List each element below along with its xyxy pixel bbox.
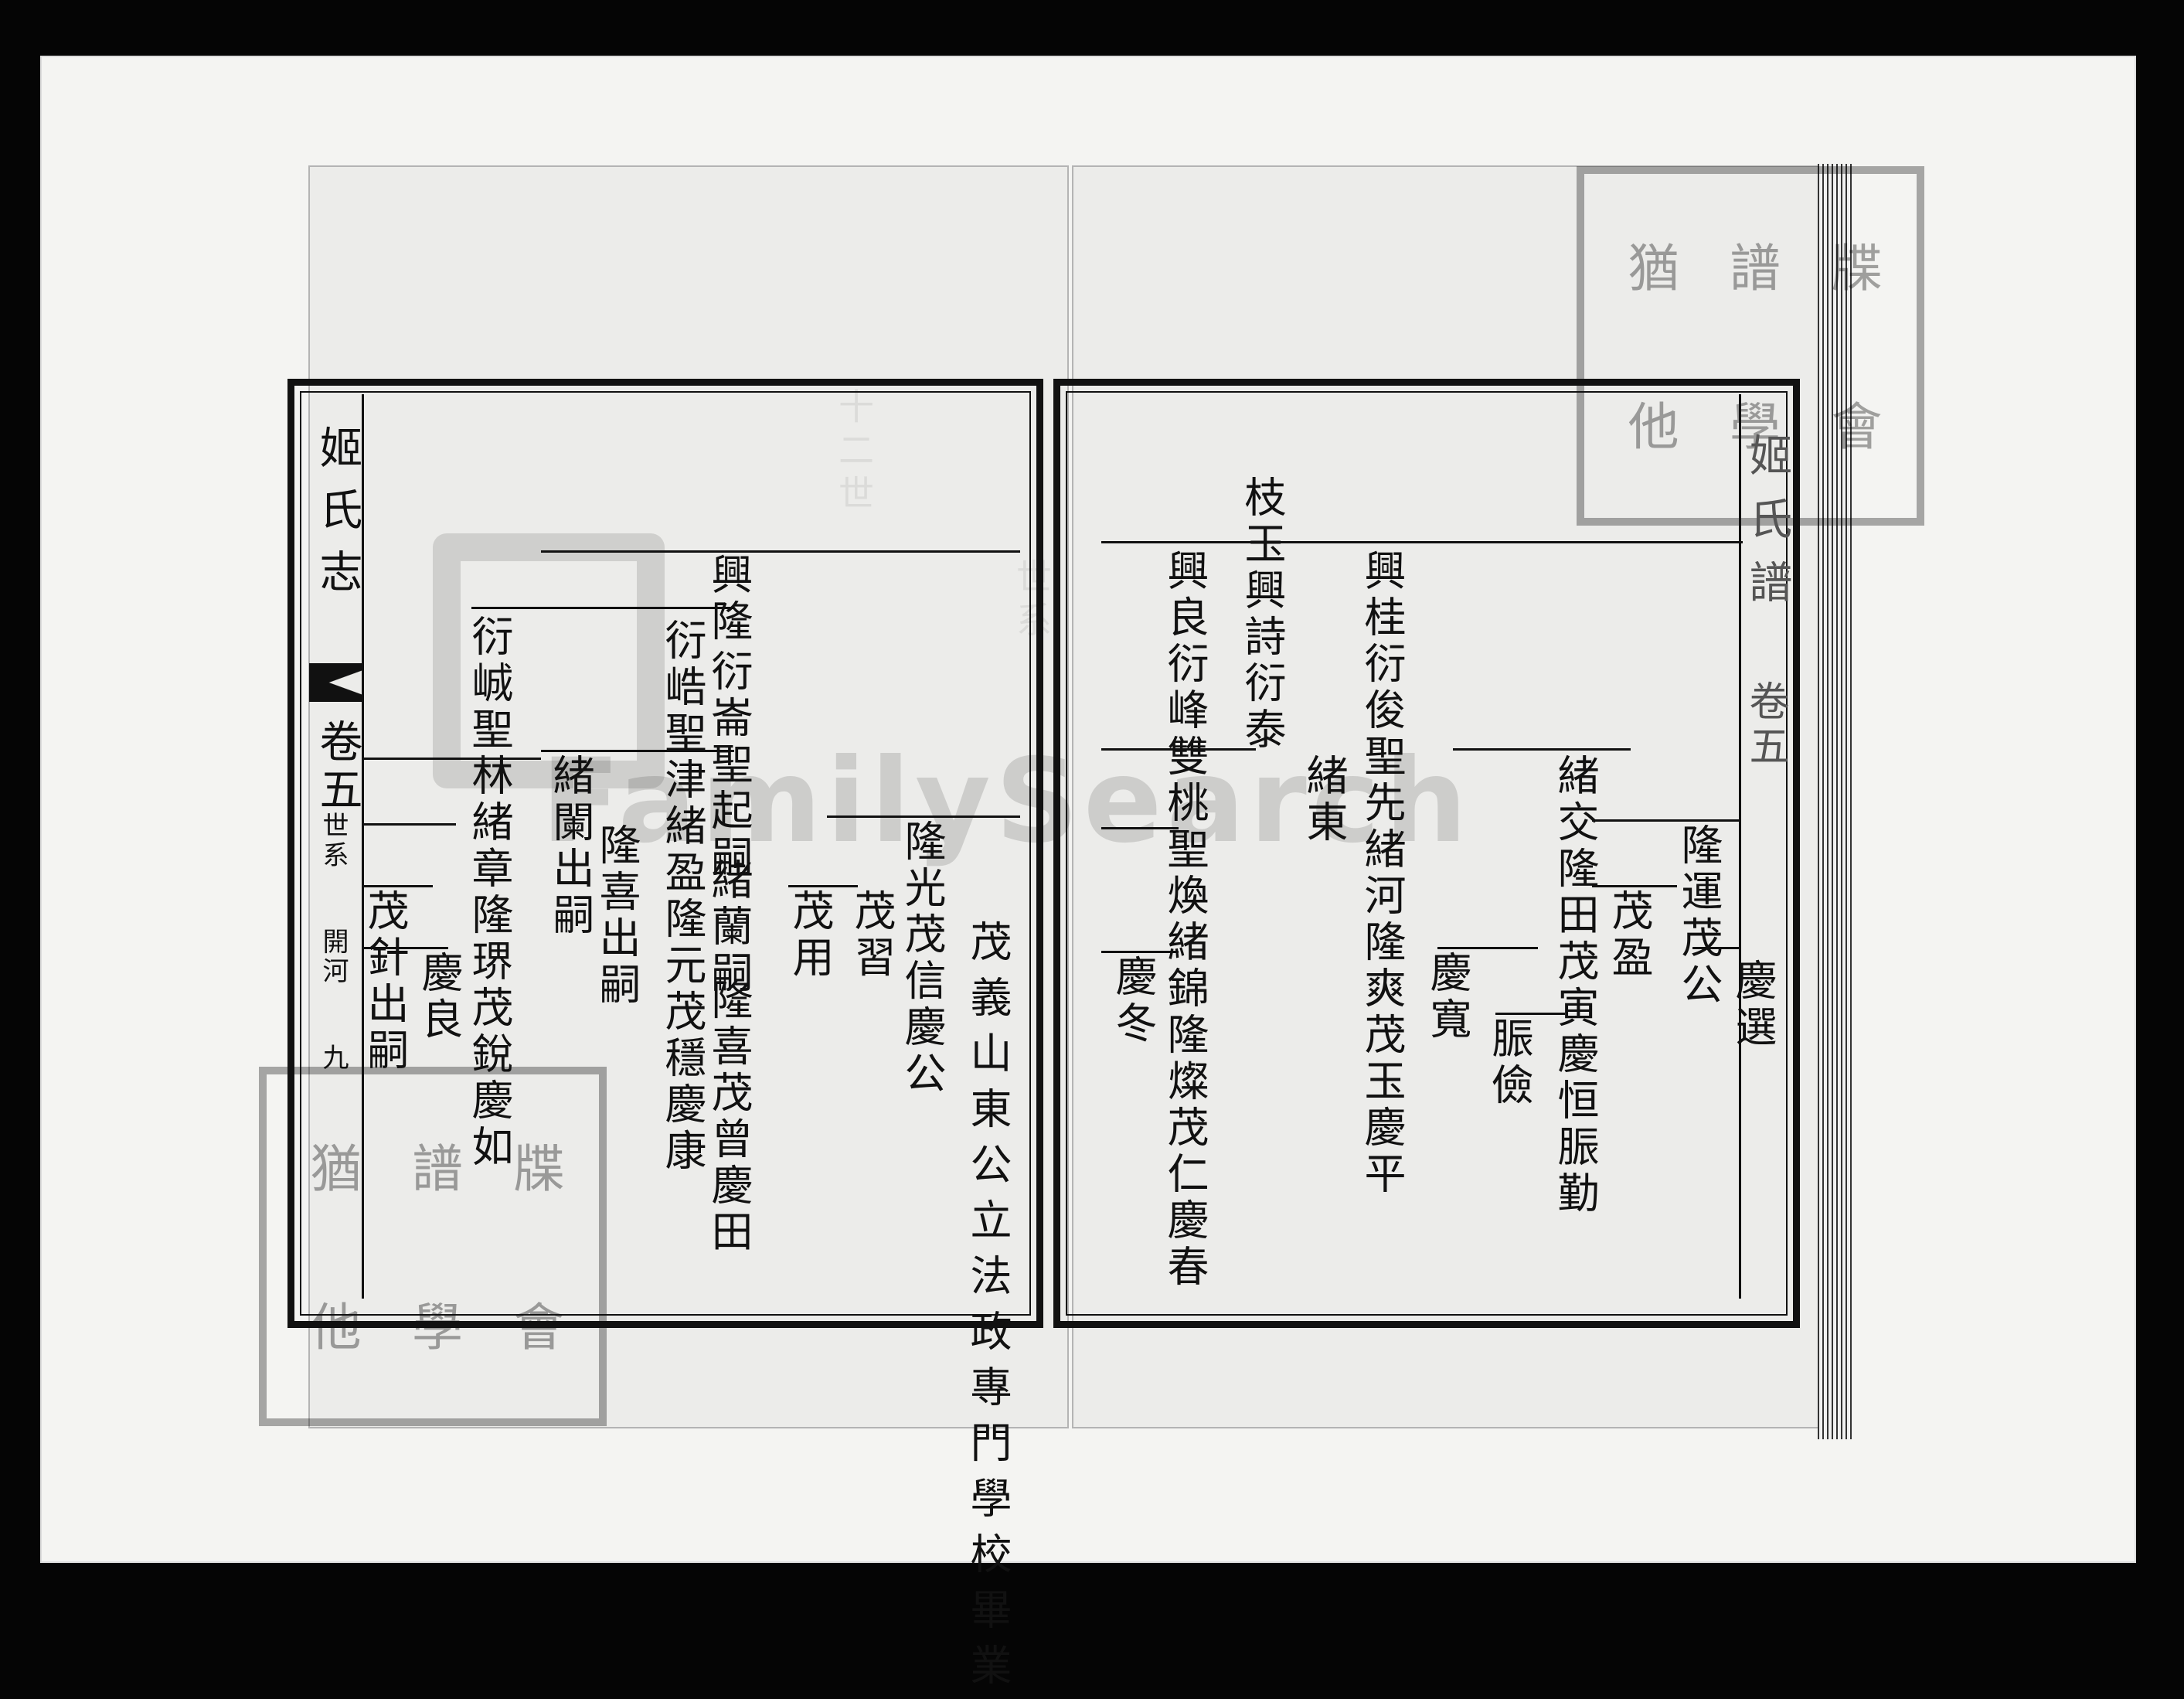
lineage-line [363,823,456,826]
familysearch-logo-icon [433,533,665,788]
genealogy-column: 茂盈 [1604,889,1653,982]
page-number: 九 [318,1044,349,1073]
lineage-line [1592,819,1739,822]
genealogy-column: 衍崙聖起嗣 [704,649,753,881]
lineage-line [363,758,541,760]
genealogy-column: 隆喜出嗣 [592,823,641,1009]
watermark: FamilySearch [541,734,1472,869]
genealogy-column: 緒闌出嗣 [546,754,594,939]
lineage-line [1437,947,1538,949]
genealogy-column: 隆運茂公 [1674,823,1723,1009]
genealogy-column: 興桂衍俊聖先緒河隆爽茂玉慶平 [1357,549,1406,1198]
lineage-line [1692,947,1739,949]
right-leaf [1072,165,1834,1428]
genealogy-column: 茂習 [847,889,896,982]
bleed-through-text: 十二世 [833,388,875,518]
volume-label: 卷五 [1742,680,1788,770]
genealogy-column: 衍峸聖林緒章隆琾茂銳慶如 [464,615,513,1171]
left-margin-strip: 姬氏志 卷五 世系 開河 九 [308,394,364,1299]
lineage-line [1101,748,1256,751]
lineage-line [1495,1013,1565,1015]
fishtail-mark-icon [309,663,363,702]
lineage-line [827,815,1020,818]
genealogy-column: 慶冬 [1108,955,1157,1047]
genealogy-column: 慶寬 [1423,951,1471,1044]
bleed-through-text: 世系 [1011,558,1053,645]
lineage-line [1101,951,1179,953]
lineage-line [1453,748,1631,751]
book-title: 姬氏志 [312,425,362,611]
library-seal-stamp: 猶譜牒 他學會 [1577,166,1924,526]
lineage-line [471,607,734,609]
lineage-line [363,947,448,949]
genealogy-column: 枝玉興詩衍泰 [1237,475,1286,754]
left-page-frame [287,379,1043,1328]
page-edges [1818,164,1853,1439]
library-seal-stamp: 猶譜牒 他學會 [259,1067,607,1426]
right-page-frame [1053,379,1800,1328]
genealogy-column: 慶選 [1728,958,1777,1051]
right-margin-rule [1739,394,1741,1299]
genealogy-column: 茂用 [785,889,834,982]
genealogy-column: 茂針出嗣 [360,889,409,1074]
genealogy-column: 茂義山東公立法政專門學校畢業 [963,920,1012,1699]
genealogy-column: 脤儉 [1485,1016,1533,1109]
genealogy-column: 興隆 [704,553,753,645]
lineage-line [1592,885,1677,887]
genealogy-column: 緒蘭嗣 [704,858,753,997]
lineage-line [541,750,734,752]
genealogy-column: 興良衍峰雙桃聖煥緒錦隆燦茂仁慶春 [1160,549,1209,1291]
book-title: 姬氏譜 [1742,433,1792,623]
lineage-line [788,885,858,887]
volume-label: 卷五 [312,719,362,815]
genealogy-column: 慶良 [414,951,463,1044]
lineage-line [1101,541,1743,543]
lineage-line [1101,827,1179,829]
lineage-line [541,550,1020,553]
genealogy-column: 隆喜茂曾慶田 [704,978,753,1256]
branch-label: 開河 [318,928,349,986]
genealogy-column: 緒東 [1299,754,1348,846]
scanned-sheet: 十二世 世系 [40,56,2136,1563]
section-label: 世系 [318,812,349,870]
genealogy-column: 衍峼聖津緒盈隆元茂穩慶康 [658,618,706,1175]
genealogy-column: 隆光茂信慶公 [897,819,946,1098]
lineage-line [363,885,433,887]
left-leaf [308,165,1069,1428]
genealogy-column: 緒交隆田茂寅慶恒脤勤 [1550,754,1599,1217]
